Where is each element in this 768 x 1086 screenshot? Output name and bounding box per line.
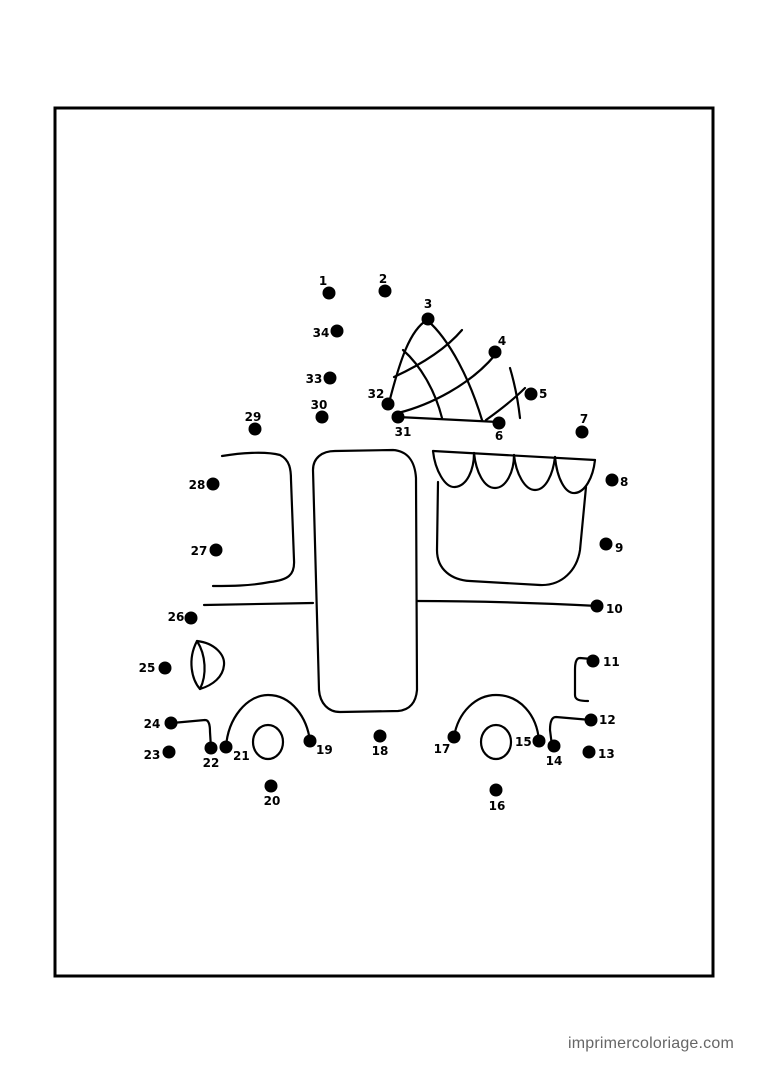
dot-22	[204, 741, 218, 755]
dot-24	[164, 716, 178, 730]
dot-label-8: 8	[620, 475, 628, 489]
body-line-left	[202, 601, 315, 607]
umbrella-rib	[508, 366, 522, 420]
dot-13	[582, 745, 596, 759]
umbrella-rib	[392, 328, 464, 379]
awning-scallop	[431, 449, 476, 489]
dot-label-29: 29	[245, 410, 262, 424]
dot-label-26: 26	[168, 610, 185, 624]
dot-33	[323, 371, 337, 385]
dot-label-9: 9	[615, 541, 623, 555]
rear-wheel	[479, 723, 513, 761]
dot-label-15: 15	[515, 735, 532, 749]
cab-window-frame	[211, 451, 296, 588]
dot-26	[184, 611, 198, 625]
dot-label-33: 33	[306, 372, 323, 386]
dot-label-6: 6	[495, 429, 503, 443]
dot-label-12: 12	[599, 713, 616, 727]
umbrella-rib	[484, 386, 527, 422]
dot-29	[248, 422, 262, 436]
dot-label-19: 19	[316, 743, 333, 757]
dot-8	[605, 473, 619, 487]
dot-label-28: 28	[189, 478, 206, 492]
watermark: imprimercoloriage.com	[567, 1035, 734, 1052]
dot-label-22: 22	[203, 756, 220, 770]
dot-4	[488, 345, 502, 359]
dot-11	[586, 654, 600, 668]
awning-scallop	[472, 451, 516, 490]
dot-5	[524, 387, 538, 401]
umbrella-outline	[387, 318, 484, 422]
dot-25	[158, 661, 172, 675]
headlight-lens	[195, 639, 206, 691]
dot-label-5: 5	[539, 387, 547, 401]
dot-label-18: 18	[372, 744, 389, 758]
dot-10	[590, 599, 604, 613]
dot-label-34: 34	[313, 326, 330, 340]
rear-bumper	[548, 715, 593, 748]
dot-label-3: 3	[424, 297, 432, 311]
umbrella-edge	[396, 415, 500, 424]
dot-label-13: 13	[598, 747, 615, 761]
dot-15	[532, 734, 546, 748]
dot-7	[575, 425, 589, 439]
dot-label-23: 23	[144, 748, 161, 762]
dot-17	[447, 730, 461, 744]
dot-32	[381, 397, 395, 411]
rear-wheel-arch	[452, 693, 541, 743]
dot-label-20: 20	[264, 794, 281, 808]
dot-label-17: 17	[434, 742, 451, 756]
dot-30	[315, 410, 329, 424]
awning-scallop	[512, 453, 557, 492]
dot-label-7: 7	[580, 412, 588, 426]
dot-3	[421, 312, 435, 326]
umbrella-rib	[396, 353, 497, 415]
dot-label-32: 32	[368, 387, 385, 401]
body-line-right	[415, 599, 600, 608]
page-frame	[53, 106, 715, 978]
dot-14	[547, 739, 561, 753]
dot-12	[584, 713, 598, 727]
dot-6	[492, 416, 506, 430]
dot-label-11: 11	[603, 655, 620, 669]
dot-28	[206, 477, 220, 491]
dot-23	[162, 745, 176, 759]
dot-34	[330, 324, 344, 338]
tail-light	[573, 656, 594, 703]
dot-label-10: 10	[606, 602, 623, 616]
center-panel	[311, 448, 419, 714]
dot-20	[264, 779, 278, 793]
dot-label-14: 14	[546, 754, 563, 768]
dot-label-4: 4	[498, 334, 506, 348]
dot-label-16: 16	[489, 799, 506, 813]
kiosk-window	[435, 480, 588, 587]
dot-16	[489, 783, 503, 797]
umbrella-rib	[401, 348, 444, 420]
dot-31	[391, 410, 405, 424]
dot-label-25: 25	[139, 661, 156, 675]
front-wheel-arch	[224, 693, 312, 749]
dot-27	[209, 543, 223, 557]
dot-19	[303, 734, 317, 748]
dot-9	[599, 537, 613, 551]
dot-2	[378, 284, 392, 298]
dot-label-30: 30	[311, 398, 328, 412]
dot-21	[219, 740, 233, 754]
dot-label-24: 24	[144, 717, 161, 731]
line-art	[170, 318, 600, 761]
dot-18	[373, 729, 387, 743]
headlight	[190, 639, 226, 691]
dot-label-21: 21	[233, 749, 250, 763]
dot-label-1: 1	[319, 274, 327, 288]
front-wheel	[251, 723, 285, 761]
front-bumper	[170, 718, 213, 750]
dot-1	[322, 286, 336, 300]
awning-scallop	[553, 455, 597, 495]
dot-label-2: 2	[379, 272, 387, 286]
dot-label-27: 27	[191, 544, 208, 558]
dot-label-31: 31	[395, 425, 412, 439]
